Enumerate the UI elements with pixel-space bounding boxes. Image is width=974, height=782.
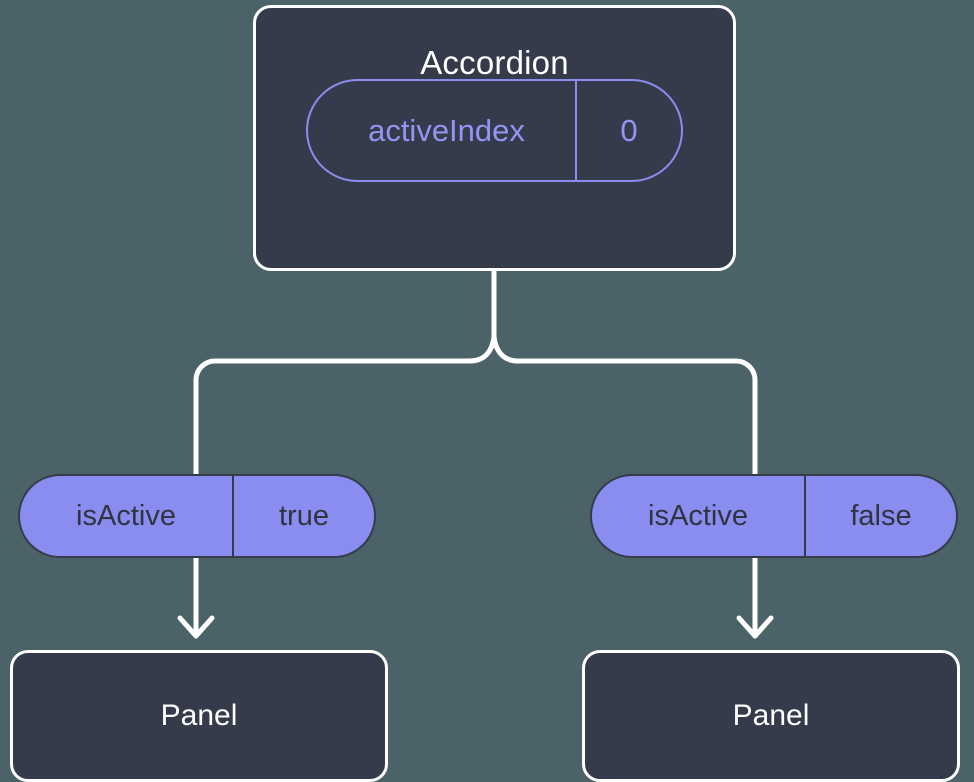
connector-branch-left xyxy=(193,334,497,477)
panel-title: Panel xyxy=(160,699,238,732)
panel-card-left[interactable]: Panel xyxy=(10,650,388,782)
state-pill-active-index[interactable]: activeIndex 0 xyxy=(306,79,683,182)
prop-pill-key: isActive xyxy=(592,476,806,556)
prop-pill-is-active-false[interactable]: isActive false xyxy=(590,474,958,558)
arrow-down-icon-left xyxy=(177,615,215,639)
panel-title: Panel xyxy=(732,699,810,732)
prop-pill-key: isActive xyxy=(20,476,234,556)
state-pill-key: activeIndex xyxy=(308,81,577,180)
prop-pill-value: false xyxy=(850,499,912,532)
connector-branch-right xyxy=(491,334,758,477)
panel-card-right[interactable]: Panel xyxy=(582,650,960,782)
accordion-title: Accordion xyxy=(420,44,569,81)
arrow-down-icon-right xyxy=(736,615,774,639)
prop-pill-value: true xyxy=(279,499,329,532)
prop-pill-is-active-true[interactable]: isActive true xyxy=(18,474,376,558)
state-pill-value: 0 xyxy=(620,113,638,148)
accordion-component-card[interactable]: Accordion activeIndex 0 xyxy=(253,5,736,271)
